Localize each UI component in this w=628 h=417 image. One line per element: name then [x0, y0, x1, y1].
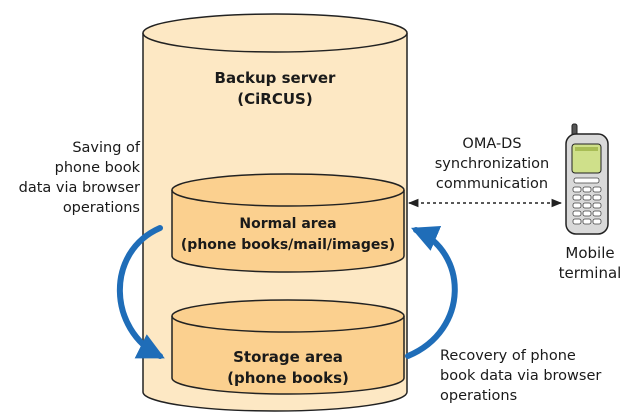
- storage-area-cylinder: [171, 299, 405, 395]
- recovery-arrow: [405, 226, 458, 359]
- mobile-terminal-label: Mobile terminal: [558, 244, 622, 282]
- recovery-annotation: Recovery of phone book data via browser …: [440, 348, 602, 404]
- normal-area-label: Normal area (phone books/mail/images): [180, 216, 396, 253]
- sync-annotation: OMA-DS synchronization communication: [434, 136, 550, 192]
- mobile-phone-icon: [565, 123, 609, 235]
- storage-area-label: Storage area (phone books): [227, 348, 349, 387]
- saving-annotation: Saving of phone book data via browser op…: [18, 140, 140, 216]
- save-arrow: [116, 225, 165, 359]
- normal-area-cylinder: [171, 173, 405, 273]
- backup-server-title: Backup server (CiRCUS): [214, 69, 336, 108]
